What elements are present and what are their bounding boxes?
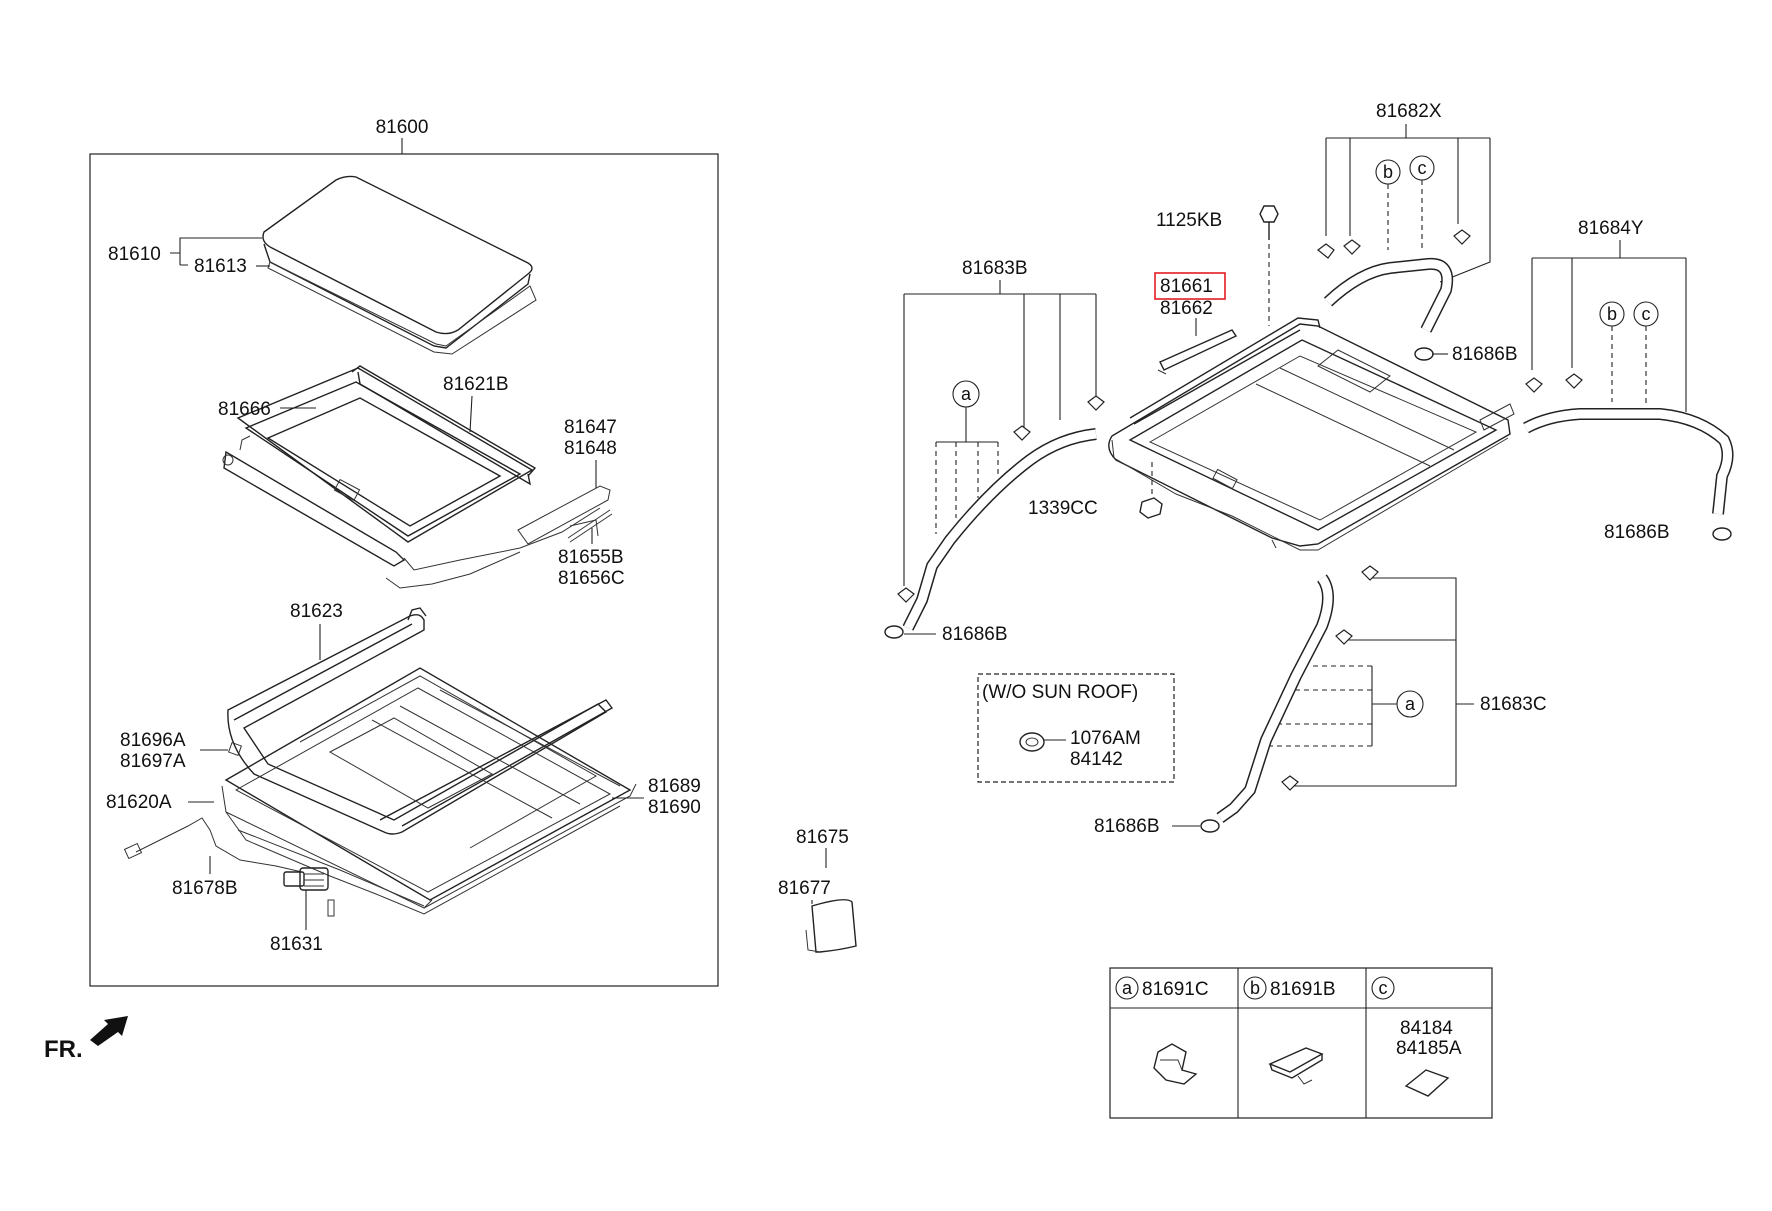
frame-label[interactable]: 81620A	[106, 792, 172, 813]
deflector-highlight-box	[1154, 272, 1226, 300]
wo-sunroof-part-b[interactable]: 84142	[1070, 749, 1123, 770]
hose-front-right-label[interactable]: 81683C	[1480, 694, 1547, 715]
hose-front-left-label[interactable]: 81683B	[962, 258, 1028, 279]
callout-b-2-label: b	[1607, 304, 1617, 324]
glass-label-b[interactable]: 81613	[194, 256, 247, 277]
clip-label-a[interactable]: 81696A	[120, 730, 186, 751]
hose-rear-left-label[interactable]: 81682X	[1376, 101, 1442, 122]
sunroof-frame	[221, 607, 637, 915]
legend-pad-c-icon	[1404, 1069, 1450, 1097]
grommet-3	[884, 625, 904, 639]
grommet-2	[1712, 527, 1732, 541]
assembly-label[interactable]: 81600	[376, 117, 429, 138]
legend-table: a 81691C b 81691B c 84184 84185A	[1109, 967, 1493, 1119]
grommet-label-3[interactable]: 81686B	[942, 624, 1008, 645]
callout-a-1-label: a	[961, 384, 972, 404]
wiring-label[interactable]: 81678B	[172, 878, 238, 899]
bracket-label-a[interactable]: 81689	[648, 776, 701, 797]
legend-callout-b: b	[1250, 978, 1260, 998]
front-arrow-icon	[90, 1016, 128, 1046]
bolt	[1259, 205, 1279, 326]
seal-label[interactable]: 81623	[290, 601, 343, 622]
deflector-label-a[interactable]: 81661	[1160, 276, 1213, 297]
assembly-frame-box	[89, 153, 719, 987]
misc-label-b[interactable]: 81677	[778, 878, 831, 899]
bolt-label[interactable]: 1125KB	[1156, 210, 1222, 231]
legend-c-part-1[interactable]: 84184	[1400, 1018, 1453, 1039]
wiring-harness	[123, 817, 303, 873]
wo-sunroof-title: (W/O SUN ROOF)	[982, 682, 1138, 703]
left-assembly-group: 81600 81610 81613 81666	[89, 117, 719, 987]
callout-c-2-label: c	[1642, 304, 1651, 324]
grommet-1	[1414, 347, 1434, 361]
cable-label-b[interactable]: 81648	[564, 438, 617, 459]
nut-label[interactable]: 1339CC	[1028, 498, 1098, 519]
rail-label-b[interactable]: 81656C	[558, 568, 625, 589]
front-indicator: FR.	[44, 1016, 128, 1063]
sunroof-motor	[283, 867, 335, 917]
legend-callout-c: c	[1379, 978, 1388, 998]
callout-b-1-label: b	[1383, 162, 1393, 182]
legend-callout-a: a	[1122, 978, 1133, 998]
nut	[1139, 462, 1163, 519]
hose-rear-right-label[interactable]: 81684Y	[1578, 218, 1644, 239]
wind-deflector	[1157, 329, 1238, 375]
legend-a-part[interactable]: 81691C	[1142, 979, 1209, 1000]
glass-panel	[262, 175, 537, 355]
rail-label-a[interactable]: 81655B	[558, 547, 624, 568]
sunshade-assembly	[222, 365, 611, 589]
clip-label-b[interactable]: 81697A	[120, 751, 186, 772]
grommet-4	[1200, 819, 1220, 833]
legend-clip-b-icon	[1268, 1047, 1324, 1085]
grommet-label-1[interactable]: 81686B	[1452, 344, 1518, 365]
cable-label-a[interactable]: 81647	[564, 417, 617, 438]
callout-c-1-label: c	[1418, 158, 1427, 178]
sunshade-frame-label[interactable]: 81621B	[443, 374, 509, 395]
wo-sunroof-box: (W/O SUN ROOF) 1076AM 84142	[977, 673, 1175, 783]
roof-frame	[1108, 317, 1515, 551]
grommet-label-4[interactable]: 81686B	[1094, 816, 1160, 837]
legend-b-part[interactable]: 81691B	[1270, 979, 1336, 1000]
bracket-label-b[interactable]: 81690	[648, 797, 701, 818]
glass-label-a[interactable]: 81610	[108, 244, 161, 265]
callout-a-2-label: a	[1405, 694, 1416, 714]
deflector-label-b[interactable]: 81662	[1160, 298, 1213, 319]
front-indicator-label: FR.	[44, 1036, 83, 1063]
sunshade-label[interactable]: 81666	[218, 399, 271, 420]
misc-label-part: 81675 81677	[778, 827, 857, 953]
misc-label-a[interactable]: 81675	[796, 827, 849, 848]
motor-label[interactable]: 81631	[270, 934, 323, 955]
legend-c-part-2[interactable]: 84185A	[1396, 1038, 1462, 1059]
wo-sunroof-part-a[interactable]: 1076AM	[1070, 728, 1141, 749]
right-assembly-group: 81661 81662 1125KB 1339CC 81682X b c 81	[884, 101, 1734, 837]
legend-clip-a-icon	[1153, 1043, 1198, 1085]
grommet-label-2[interactable]: 81686B	[1604, 522, 1670, 543]
